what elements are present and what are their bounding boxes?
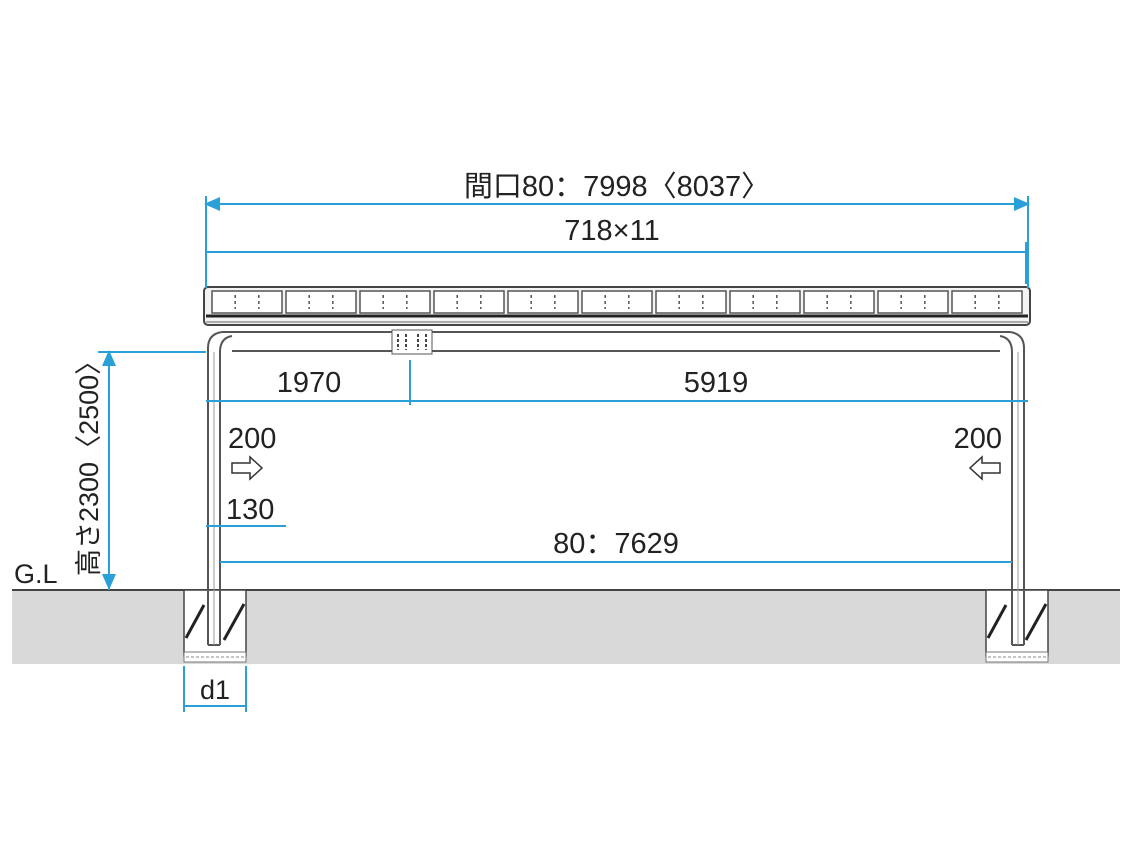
roof-panel <box>507 290 579 314</box>
roof-panel <box>729 290 801 314</box>
roof-panel <box>951 290 1023 314</box>
roof-panel <box>877 290 949 314</box>
label-clear-span: 80：7629 <box>553 528 679 560</box>
roof-panel <box>803 290 875 314</box>
dim-height <box>98 350 206 590</box>
outline-arrow-left-icon <box>968 455 1001 481</box>
footing-right <box>985 589 1049 663</box>
roof-panel <box>359 290 431 314</box>
label-ground: G.L <box>14 559 58 589</box>
roof-panel <box>433 290 505 314</box>
roof-panel <box>211 290 283 314</box>
label-panel-spec: 718×11 <box>564 215 659 247</box>
label-overall-width: 間口80：7998〈8037〉 <box>464 171 770 203</box>
roof-panels <box>211 290 1023 314</box>
label-main-span: 5919 <box>684 367 749 399</box>
label-post-width: 130 <box>226 494 274 526</box>
beam-bracket <box>391 329 433 355</box>
roof-panel <box>655 290 727 314</box>
roof <box>203 286 1031 326</box>
label-right-inset: 200 <box>954 423 1002 455</box>
dim-footing <box>183 666 247 712</box>
label-height: 高さ2300〈2500〉 <box>74 348 104 576</box>
footing-left <box>183 589 247 663</box>
roof-panel <box>285 290 357 314</box>
label-footing: d1 <box>200 675 230 705</box>
ground-band <box>12 590 1120 664</box>
roof-panel <box>581 290 653 314</box>
label-left-offset: 1970 <box>277 367 342 399</box>
outline-arrow-right-icon <box>231 455 264 481</box>
label-left-inset: 200 <box>228 423 276 455</box>
